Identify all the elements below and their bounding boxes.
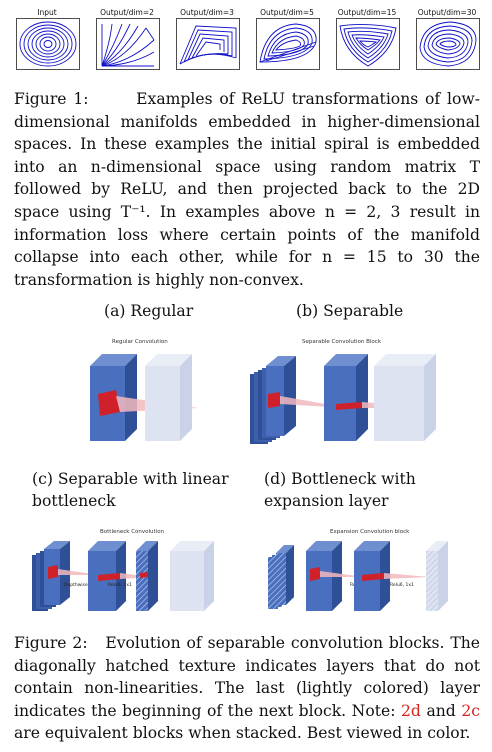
spiral-plot-dim3 [176, 18, 240, 70]
panel-title: Output/dim=30 [417, 8, 477, 17]
subfigure-c-label: (c) Separable with linear bottleneck [32, 470, 229, 510]
next-block-layer [145, 354, 192, 441]
projection-2 [384, 573, 430, 579]
subfigure-b-diagram [250, 354, 436, 444]
spiral-panel-dim2: Output/dim=2 [92, 8, 162, 72]
hatched-input-slices [268, 545, 294, 609]
spiral-plot-dim5 [256, 18, 320, 70]
figure2-caption-text: Evolution of separable convolution block… [14, 634, 480, 720]
next-block-layer [170, 541, 214, 611]
depthwise-kernel [268, 392, 280, 408]
caption-ending: are equivalent blocks when stacked. Best… [14, 724, 471, 743]
spiral-panel-dim3: Output/dim=3 [172, 8, 242, 72]
figure1-caption-text: Examples of ReLU transformations of low-… [14, 90, 480, 289]
bottleneck-kernel [140, 572, 148, 578]
spiral-plot-dim30 [416, 18, 480, 70]
subfigure-c-block-title: Bottleneck Convolution [100, 529, 165, 535]
pointwise-tag: Relu6, 1x1 [390, 582, 414, 588]
pointwise-kernel [362, 573, 384, 581]
panel-title: Output/dim=3 [180, 8, 234, 17]
next-block-hatched-layer [426, 541, 448, 611]
caption-and: and [420, 701, 462, 720]
subfigure-d-diagram: Relu6, Dwise Relu6, 1x1 [268, 541, 448, 611]
kernel [98, 390, 120, 416]
spiral-panel-dim15: Output/dim=15 [332, 8, 402, 72]
reference-2d-link[interactable]: 2d [401, 701, 421, 720]
subfigure-d-block-title: Expansion Convolution block [330, 529, 410, 535]
spiral-panel-dim30: Output/dim=30 [412, 8, 482, 72]
pointwise-layer [88, 541, 126, 611]
pointwise-layer [324, 354, 368, 441]
spiral-plot-dim15 [336, 18, 400, 70]
panel-title: Output/dim=2 [100, 8, 154, 17]
depthwise-kernel [48, 565, 58, 579]
figure1-caption: Figure 1: Examples of ReLU transformatio… [14, 88, 480, 291]
figure1-spiral-row: Input Output/dim=2 [12, 8, 480, 72]
subfigure-a-block-title: Regular Convolution [112, 339, 168, 345]
subfigure-a-label: (a) Regular [104, 302, 194, 320]
spiral-plot-dim2 [96, 18, 160, 70]
subfigure-a-diagram [90, 354, 198, 441]
subfigure-b-block-title: Separable Convolution Block [302, 339, 382, 345]
next-block-layer [374, 354, 436, 441]
reference-2c-link[interactable]: 2c [461, 701, 480, 720]
subfigure-c-diagram: Depthwise, Dense Relu6, 1x1 [32, 541, 214, 611]
panel-title: Output/dim=15 [337, 8, 397, 17]
spiral-panel-input: Input [12, 8, 82, 72]
pointwise-kernel [336, 402, 362, 410]
figure2-caption-label: Figure 2: [14, 634, 88, 652]
expansion-kernel [310, 567, 320, 581]
figure2-caption: Figure 2: Evolution of separable convolu… [14, 632, 480, 745]
panel-title: Input [37, 8, 57, 17]
linear-bottleneck-layer [136, 541, 158, 611]
depthwise-tag: Depthwise, Dense [64, 582, 105, 588]
subfigure-d-label: (d) Bottleneck with expansion layer [264, 470, 416, 510]
pointwise-tag: Relu6, 1x1 [108, 582, 132, 588]
spiral-panel-dim5: Output/dim=5 [252, 8, 322, 72]
depthwise-layer [354, 541, 390, 611]
panel-title: Output/dim=5 [260, 8, 314, 17]
projection [320, 571, 364, 577]
pointwise-kernel [98, 573, 120, 581]
spiral-plot-input [16, 18, 80, 70]
subfigure-b-label: (b) Separable [296, 302, 404, 320]
figure1-caption-label: Figure 1: [14, 90, 89, 108]
